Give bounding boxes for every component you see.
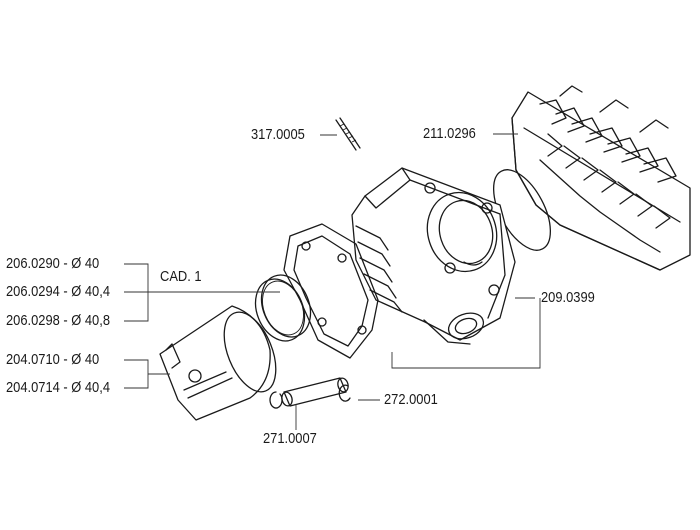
cylinder-drawing [351, 167, 516, 345]
screw-drawing [335, 117, 361, 151]
part-label-cylinder-head: 211.0296 [423, 125, 476, 142]
part-label-ring-40-4: 206.0294 - Ø 40,4 [6, 283, 111, 300]
piston-drawing [159, 305, 277, 421]
part-label-piston-40-4: 204.0714 - Ø 40,4 [6, 379, 111, 396]
leader-lines [124, 133, 541, 430]
part-label-ring-40-8: 206.0298 - Ø 40,8 [6, 312, 111, 329]
wrist-pin-drawing [281, 377, 349, 407]
part-label-wrist-pin: 271.0007 [263, 430, 317, 447]
part-label-ring-40: 206.0290 - Ø 40 [6, 255, 100, 272]
part-label-piston-40: 204.0710 - Ø 40 [6, 351, 100, 368]
rings-quantity-note: CAD. 1 [160, 268, 202, 285]
cylinder-head-drawing [511, 85, 691, 271]
circlips-drawing [269, 384, 351, 409]
part-label-cylinder: 209.0399 [541, 289, 595, 306]
part-label-screw: 317.0005 [251, 126, 305, 143]
piston-rings-drawing [254, 274, 312, 342]
base-gasket-drawing [283, 223, 379, 359]
part-label-circlip: 272.0001 [384, 391, 438, 408]
